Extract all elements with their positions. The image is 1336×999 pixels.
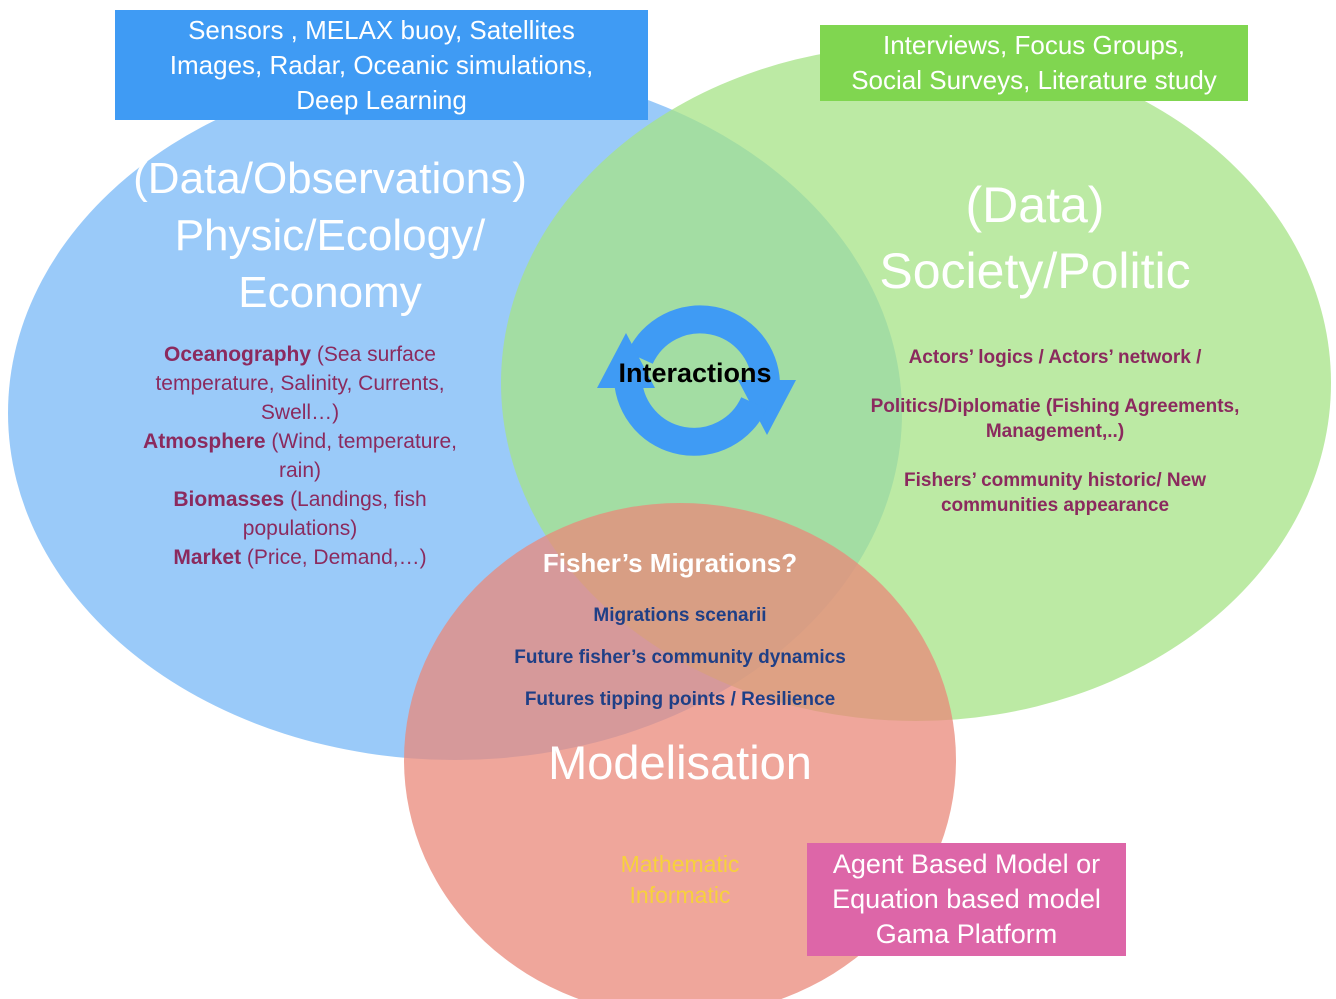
physics-item-label: Market: [173, 546, 242, 569]
physics-item-detail: (Landings, fish populations): [242, 488, 427, 540]
physics-item: Biomasses (Landings, fish populations): [120, 485, 480, 543]
physics-item-label: Oceanography: [164, 343, 312, 366]
physics-item-label: Atmosphere: [143, 430, 266, 453]
model-tools-line: Equation based model: [832, 884, 1101, 914]
society-item: Politics/Diplomatie (Fishing Agreements,…: [870, 396, 1240, 442]
modelisation-sub-line: Informatic: [629, 882, 731, 908]
data-sources-line: Sensors , MELAX buoy, Satellites: [188, 14, 575, 45]
social-methods-box: Interviews, Focus Groups, Social Surveys…: [820, 25, 1248, 101]
center-item: Migrations scenarii: [593, 605, 767, 626]
interactions-label: Interactions: [618, 358, 772, 388]
physics-title-line: Economy: [238, 268, 422, 317]
physics-set-title: (Data/Observations) Physic/Ecology/ Econ…: [90, 150, 570, 321]
modelisation-title: Modelisation: [548, 736, 812, 789]
model-tools-box: Agent Based Model or Equation based mode…: [807, 843, 1126, 956]
modelisation-subtitle: Mathematic Informatic: [560, 849, 800, 911]
physics-item: Oceanography (Sea surface temperature, S…: [120, 340, 480, 427]
center-item: Futures tipping points / Resilience: [524, 689, 836, 710]
society-item: Actors’ logics / Actors’ network /: [908, 347, 1202, 368]
social-methods-line: Interviews, Focus Groups,: [883, 30, 1185, 60]
society-title-line: Society/Politic: [879, 243, 1191, 299]
data-sources-line: Deep Learning: [296, 84, 467, 115]
physics-item-detail: (Price, Demand,…): [241, 546, 427, 569]
physics-item: Atmosphere (Wind, temperature, rain): [120, 427, 480, 485]
physics-title-line: (Data/Observations): [133, 154, 527, 203]
society-items-list: Actors’ logics / Actors’ network / Polit…: [845, 345, 1265, 542]
center-question: Fisher’s Migrations?: [542, 548, 798, 578]
physics-item-detail: (Sea surface temperature, Salinity, Curr…: [155, 343, 445, 424]
physics-item-label: Biomasses: [173, 488, 285, 511]
center-item: Future fisher’s community dynamics: [514, 647, 846, 668]
physics-item-detail: (Wind, temperature, rain): [265, 430, 457, 482]
society-title-line: (Data): [965, 177, 1105, 233]
society-item: Fishers’ community historic/ New communi…: [904, 470, 1206, 516]
model-tools-line: Gama Platform: [875, 919, 1058, 949]
physics-title-line: Physic/Ecology/: [174, 211, 486, 260]
physics-items-list: Oceanography (Sea surface temperature, S…: [120, 340, 480, 572]
social-methods-line: Social Surveys, Literature study: [851, 65, 1217, 95]
modelisation-sub-line: Mathematic: [620, 851, 740, 877]
data-sources-box: Sensors , MELAX buoy, Satellites Images,…: [115, 10, 648, 120]
cycle-arrows-icon: [597, 305, 796, 456]
model-tools-line: Agent Based Model or: [832, 849, 1101, 879]
data-sources-line: Images, Radar, Oceanic simulations,: [169, 49, 594, 80]
physics-item: Market (Price, Demand,…): [120, 543, 480, 572]
society-set-title: (Data) Society/Politic: [820, 172, 1250, 304]
